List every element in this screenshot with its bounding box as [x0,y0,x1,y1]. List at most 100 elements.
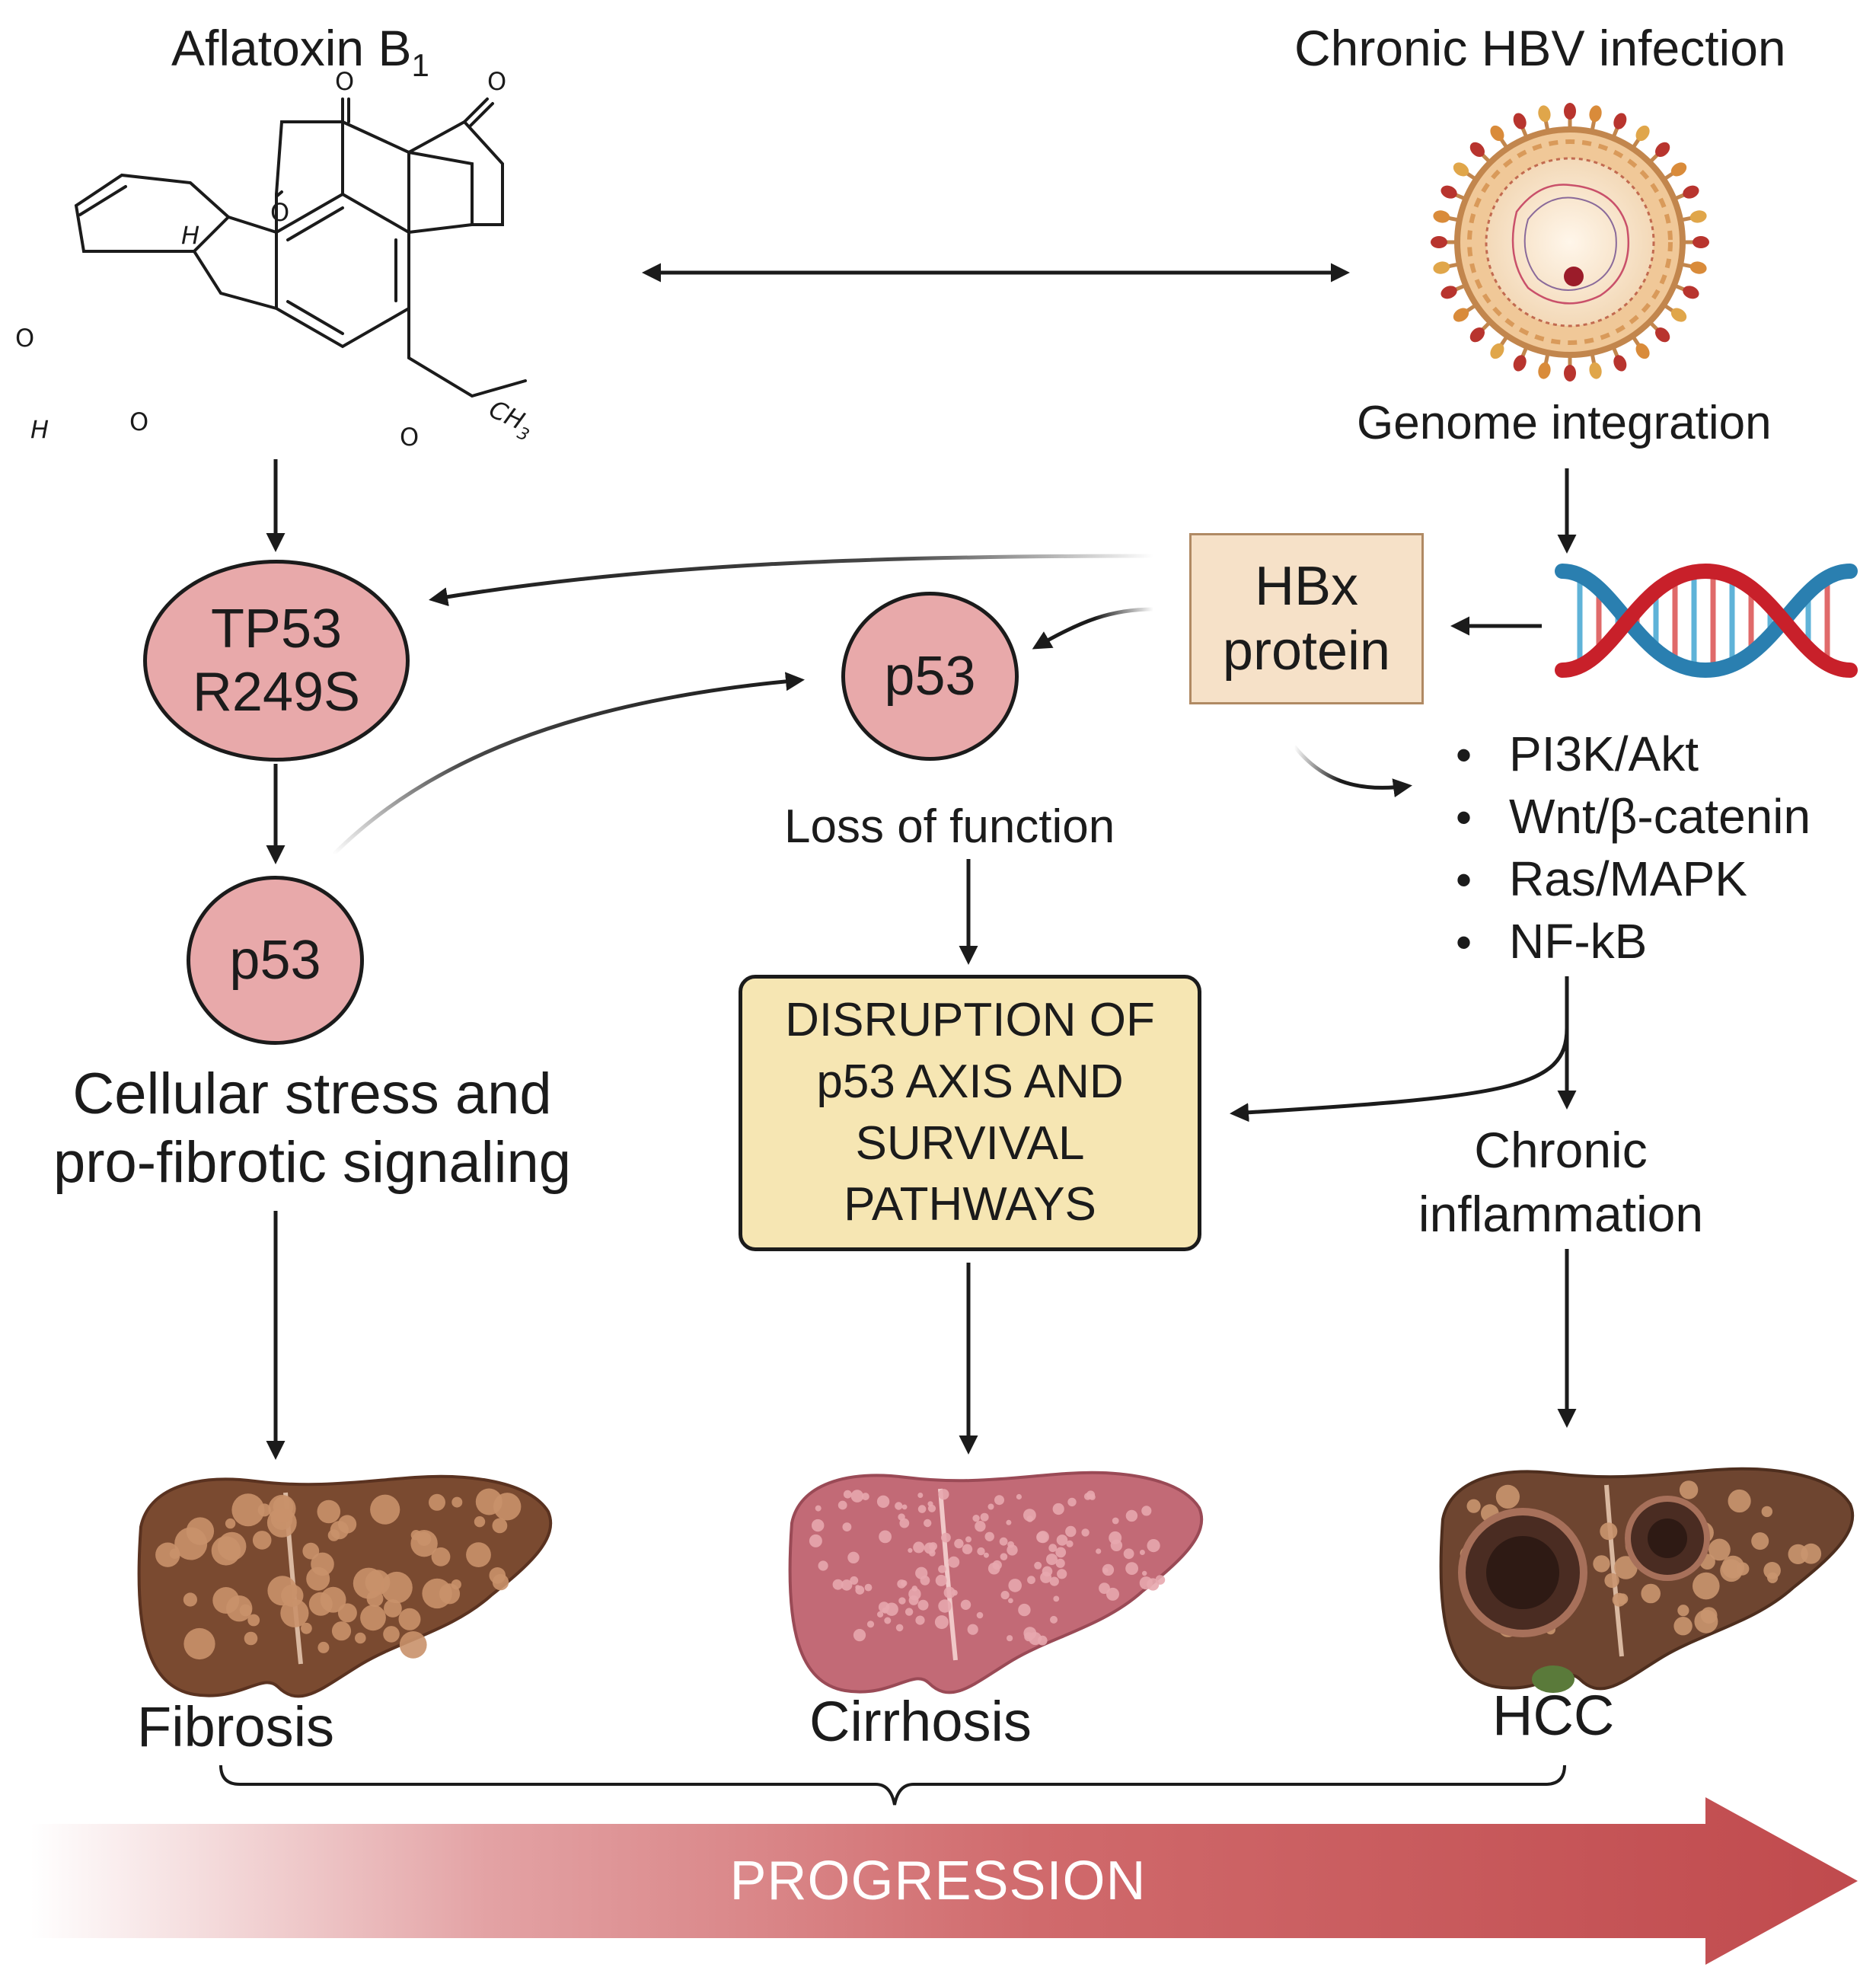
virus-spike-head [1635,125,1650,142]
liver-nodule [1007,1541,1014,1548]
liver-nodule [972,1515,980,1522]
liver-nodule [169,1548,180,1559]
liver-nodule [1600,1522,1618,1541]
liver-nodule [1053,1595,1060,1602]
liver-nodule [850,1576,859,1585]
liver-nodule [474,1516,486,1528]
progression-label: PROGRESSION [729,1851,1147,1911]
aflatoxin-title: Aflatoxin B1 [171,20,429,84]
liver-nodule [1142,1570,1147,1576]
liver-nodule [451,1496,463,1508]
liver-nodule [231,1493,265,1527]
liver-nodule [1728,1489,1751,1513]
liver-nodule [838,1500,847,1510]
liver-nodule [975,1521,986,1532]
liver-nodule [1048,1544,1058,1553]
liver-nodule [915,1566,928,1579]
liver-nodule [451,1579,461,1590]
liver-nodule [1616,1593,1629,1605]
liver-nodule [842,1522,852,1531]
virus-spike-head [1689,261,1707,274]
liver-nodule [987,1562,1000,1575]
liver-nodule [1109,1531,1122,1544]
liver-nodule [895,1502,903,1510]
virus-spike-head [1513,355,1527,372]
disruption-box: DISRUPTION OF p53 AXIS AND SURVIVAL PATH… [739,975,1201,1251]
liver-nodule [987,1503,994,1510]
hbv-title: Chronic HBV infection [1294,20,1786,76]
liver-nodule [898,1597,906,1605]
p53-node-middle: p53 [841,592,1019,761]
arrow-pathways-disruption [1230,976,1569,1123]
virus-spike-head [1670,162,1687,177]
liver-nodule [1466,1499,1481,1513]
virus-spike-head [1469,327,1485,343]
liver-nodule [493,1493,522,1521]
virus-spike-head [1670,308,1687,322]
liver-nodule [1125,1562,1138,1575]
liver-nodule [938,1489,949,1500]
arrows [266,263,1577,1460]
liver-nodule [1673,1617,1693,1636]
liver-nodule [1125,1509,1138,1522]
liver-nodule [399,1631,427,1659]
liver-nodule [1055,1547,1067,1558]
virus-spike-head [1453,162,1469,177]
pathway-item: Ras/MAPK [1456,848,1811,911]
liver-nodule [1007,1635,1013,1642]
liver-nodule [355,1632,366,1644]
liver-nodule [917,1493,924,1498]
aflatoxin-structure-icon [74,97,527,398]
liver-nodule [1000,1553,1008,1560]
liver-nodule [1065,1525,1077,1538]
liver-nodule [1679,1480,1699,1499]
progression-arrow [30,1797,1858,1965]
liver-nodule [337,1603,357,1623]
liver-nodule [1066,1540,1074,1547]
liver-nodule [211,1536,241,1566]
progression-bracket [219,1764,1566,1806]
liver-nodule [353,1567,384,1599]
liver-nodule [1052,1503,1064,1515]
liver-nodule [1694,1609,1718,1634]
liver-nodule [381,1571,413,1604]
liver-nodule [999,1537,1008,1546]
virus-spike-head [1490,125,1504,142]
liver-nodule [244,1631,258,1646]
liver-nodule [935,1574,947,1586]
liver-nodule [1026,1515,1033,1522]
cirrhosis-label: Cirrhosis [809,1690,1032,1753]
pathway-item: NF-kB [1456,911,1811,973]
virus-spike-head [1431,236,1447,248]
liver-nodule [952,1589,958,1596]
liver-nodule [1495,1484,1520,1509]
liver-nodule [1721,1555,1745,1579]
liver-nodule [884,1617,892,1624]
liver-nodule [948,1556,960,1568]
p53-node-left: p53 [187,876,364,1045]
virus-spike-head [1655,142,1670,157]
virus-spike-head [1635,343,1650,359]
liver-nodule [331,1621,352,1641]
liver-nodule [492,1518,508,1534]
liver-nodule [900,1579,908,1587]
dna-helix-icon [1555,563,1858,679]
liver-nodule [1006,1519,1012,1525]
liver-nodule [225,1518,236,1529]
liver-nodule [876,1495,890,1508]
liver-nodule [1081,1528,1090,1537]
liver-nodule [924,1519,932,1528]
liver-nodule [1641,1583,1661,1604]
liver-nodule [1751,1532,1769,1550]
virus-spike-head [1440,185,1457,199]
liver-nodule [885,1602,898,1616]
virus-spike-head [1490,343,1504,359]
liver-nodule [302,1542,320,1560]
pathway-item: Wnt/β-catenin [1456,786,1811,848]
arrow-hbx-pathways [1293,745,1412,798]
hcc-label: HCC [1492,1684,1615,1747]
liver-nodule [847,1551,860,1563]
atom-o: O [15,324,34,353]
